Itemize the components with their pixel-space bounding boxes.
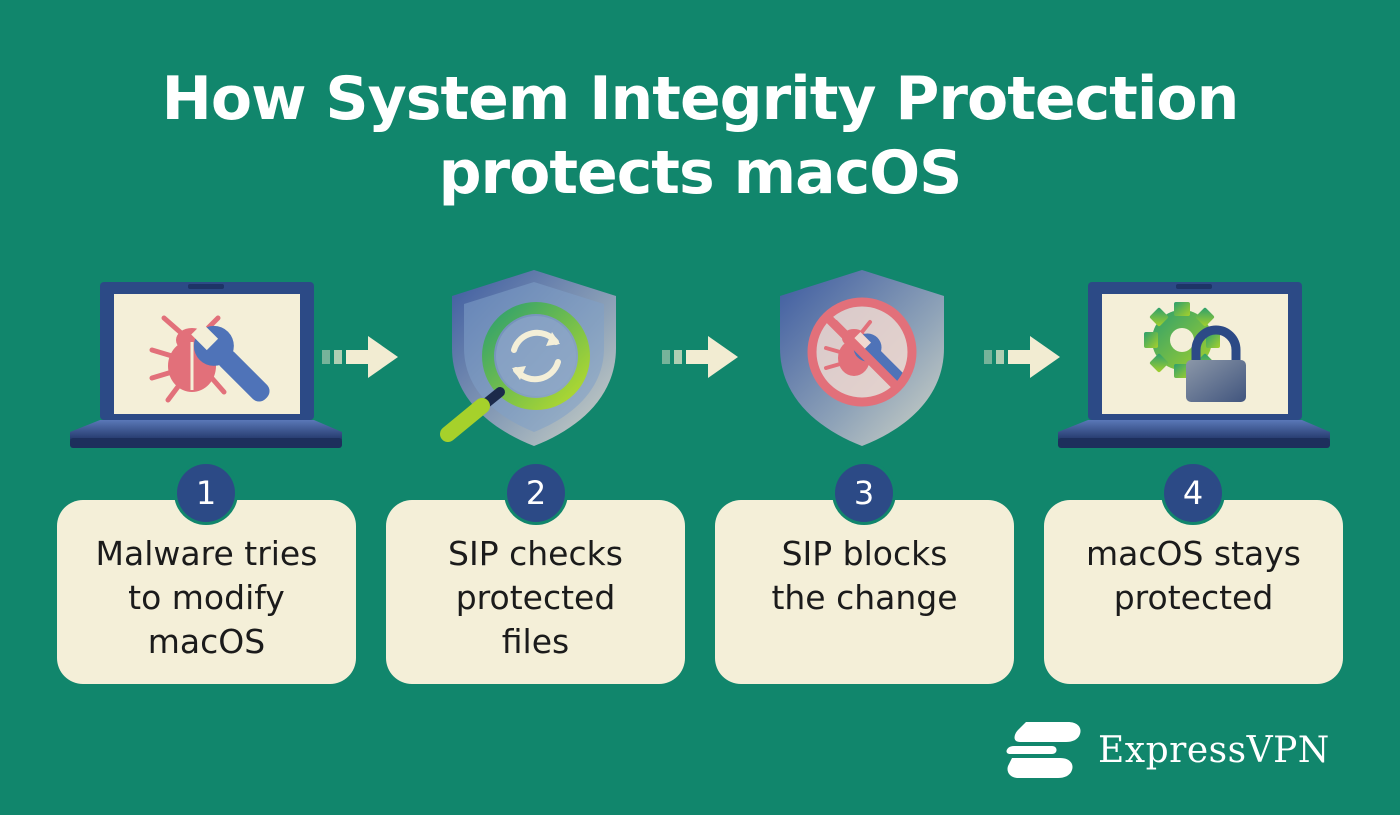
title-line-1: How System Integrity Protection xyxy=(161,64,1240,134)
step-label-line: protected xyxy=(1113,578,1274,617)
step-card-3: SIP blocks the change xyxy=(715,500,1014,684)
title-line-2: protects macOS xyxy=(438,138,963,208)
step-label-line: SIP checks xyxy=(448,534,623,573)
expressvpn-logo-icon xyxy=(1006,722,1081,778)
shield-block-icon xyxy=(780,270,944,446)
arrow-right-icon xyxy=(322,336,398,378)
step-label-line: files xyxy=(501,622,570,661)
step-number-2: 2 xyxy=(507,464,565,522)
shield-scan-icon xyxy=(440,270,616,446)
laptop-lock-icon xyxy=(1058,282,1330,448)
page-title: How System Integrity Protection protects… xyxy=(0,62,1400,210)
laptop-malware-icon xyxy=(70,282,342,448)
step-label-line: macOS xyxy=(147,622,266,661)
step-label-line: protected xyxy=(455,578,616,617)
step-label-line: SIP blocks xyxy=(781,534,948,573)
step-card-2: SIP checks protected files xyxy=(386,500,685,684)
step-label-line: the change xyxy=(771,578,958,617)
step-label-line: Malware tries xyxy=(95,534,318,573)
step-label-line: macOS stays xyxy=(1086,534,1301,573)
arrow-right-icon xyxy=(984,336,1060,378)
step-label-line: to modify xyxy=(128,578,285,617)
step-number-3: 3 xyxy=(835,464,893,522)
brand-logo: ExpressVPN xyxy=(1004,720,1330,780)
step-card-1: Malware tries to modify macOS xyxy=(57,500,356,684)
step-card-4: macOS stays protected xyxy=(1044,500,1343,684)
arrow-right-icon xyxy=(662,336,738,378)
step-number-4: 4 xyxy=(1164,464,1222,522)
step-number-1: 1 xyxy=(177,464,235,522)
brand-name: ExpressVPN xyxy=(1098,729,1330,771)
